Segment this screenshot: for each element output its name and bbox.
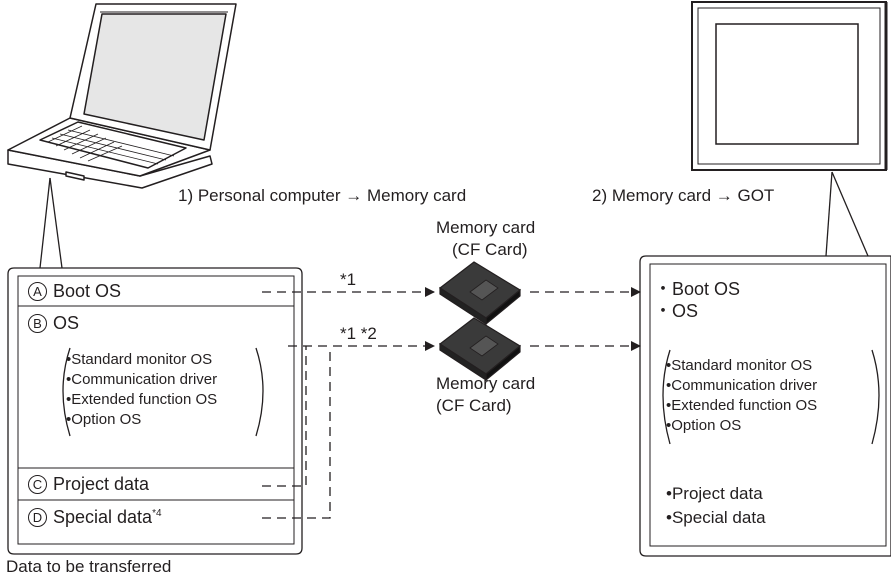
got-item-os: ・OS: [654, 301, 699, 321]
memory-card-top-line1: Memory card: [436, 218, 536, 237]
pc-os-item: •Extended function OS: [66, 391, 218, 408]
got-bottom-list: •Project data •Special data: [666, 482, 766, 530]
pc-os-item: •Standard monitor OS: [66, 351, 213, 368]
letter-c-badge: C: [28, 475, 47, 494]
pc-os-item: •Option OS: [66, 411, 142, 428]
step2-label: 2) Memory card → GOT: [592, 186, 775, 205]
letter-d-badge: D: [28, 508, 47, 527]
pc-row-special-data-label: Special data: [53, 507, 153, 527]
got-os-item: •Option OS: [666, 417, 742, 434]
letter-a-badge: A: [28, 282, 47, 301]
note-1-2: *1 *2: [340, 324, 377, 343]
footnote-4: *4: [152, 508, 162, 519]
got-item-boot-os: ・Boot OS: [654, 279, 741, 299]
transfer-arrows: [262, 287, 641, 519]
laptop-icon: [7, 3, 237, 189]
pc-row-os: B OS: [28, 313, 79, 334]
pc-row-project-data: C Project data: [28, 474, 149, 495]
got-os-list: •Standard monitor OS •Communication driv…: [666, 356, 817, 436]
pc-row-os-label: OS: [53, 313, 80, 333]
pc-panel-callout: [7, 177, 303, 555]
pc-os-list: •Standard monitor OS •Communication driv…: [66, 350, 217, 430]
pc-row-project-data-label: Project data: [53, 474, 150, 494]
cf-card-icon-top: [438, 261, 522, 326]
got-os-item: •Communication driver: [666, 377, 818, 394]
got-monitor-icon: [691, 1, 888, 171]
pc-row-boot-os-label: Boot OS: [53, 281, 122, 301]
memory-card-bottom-line1: Memory card: [436, 374, 536, 393]
memory-card-top-line2: (CF Card): [452, 240, 528, 259]
step1-label: 1) Personal computer → Memory card: [178, 186, 467, 205]
pc-panel-caption: Data to be transferred: [6, 557, 172, 576]
pc-row-boot-os: A Boot OS: [28, 281, 121, 302]
got-panel-callout: [639, 171, 891, 557]
pc-os-item: •Communication driver: [66, 371, 218, 388]
got-os-item: •Extended function OS: [666, 397, 818, 414]
letter-b-badge: B: [28, 314, 47, 333]
got-item-project-data: •Project data: [666, 484, 763, 503]
note-1: *1: [340, 270, 357, 289]
got-item-special-data: •Special data: [666, 508, 766, 527]
got-top-list: ・Boot OS ・OS: [654, 278, 740, 322]
memory-card-bottom-line2: (CF Card): [436, 396, 512, 415]
got-os-item: •Standard monitor OS: [666, 357, 813, 374]
cf-card-icon-bottom: [438, 317, 522, 382]
pc-row-special-data: D Special data*4: [28, 507, 162, 528]
